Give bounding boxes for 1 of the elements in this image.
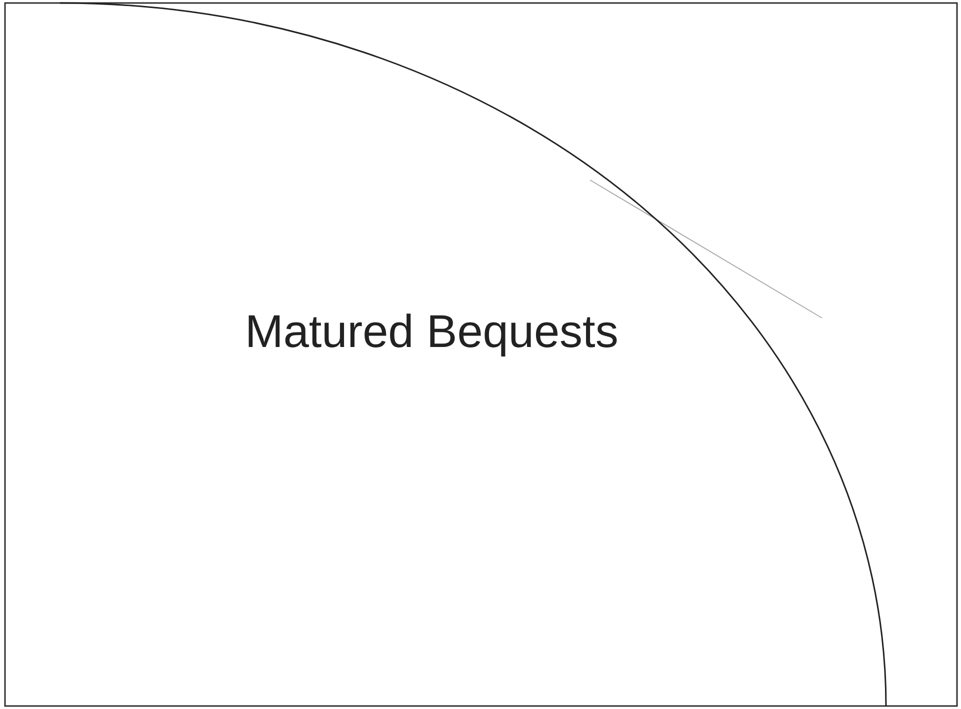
region-label: Matured Bequests [245,308,618,354]
